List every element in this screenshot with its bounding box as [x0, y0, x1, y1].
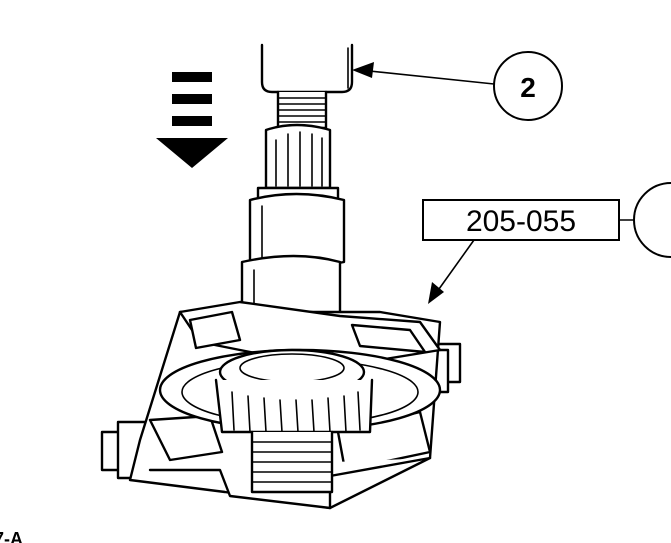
callout-number-2: 2 — [520, 72, 536, 103]
tool-number-label: 205-055 — [466, 205, 576, 238]
bearing-fixture — [100, 300, 462, 510]
callout-circle-partial — [633, 182, 671, 258]
press-ram — [260, 43, 354, 94]
figure-code: 7-A — [0, 529, 23, 543]
press-direction-arrow — [156, 72, 228, 168]
threaded-stud — [276, 90, 328, 130]
callout-tool-205-055: 205-055 — [422, 182, 671, 304]
callout-part-2: 2 — [352, 51, 563, 121]
